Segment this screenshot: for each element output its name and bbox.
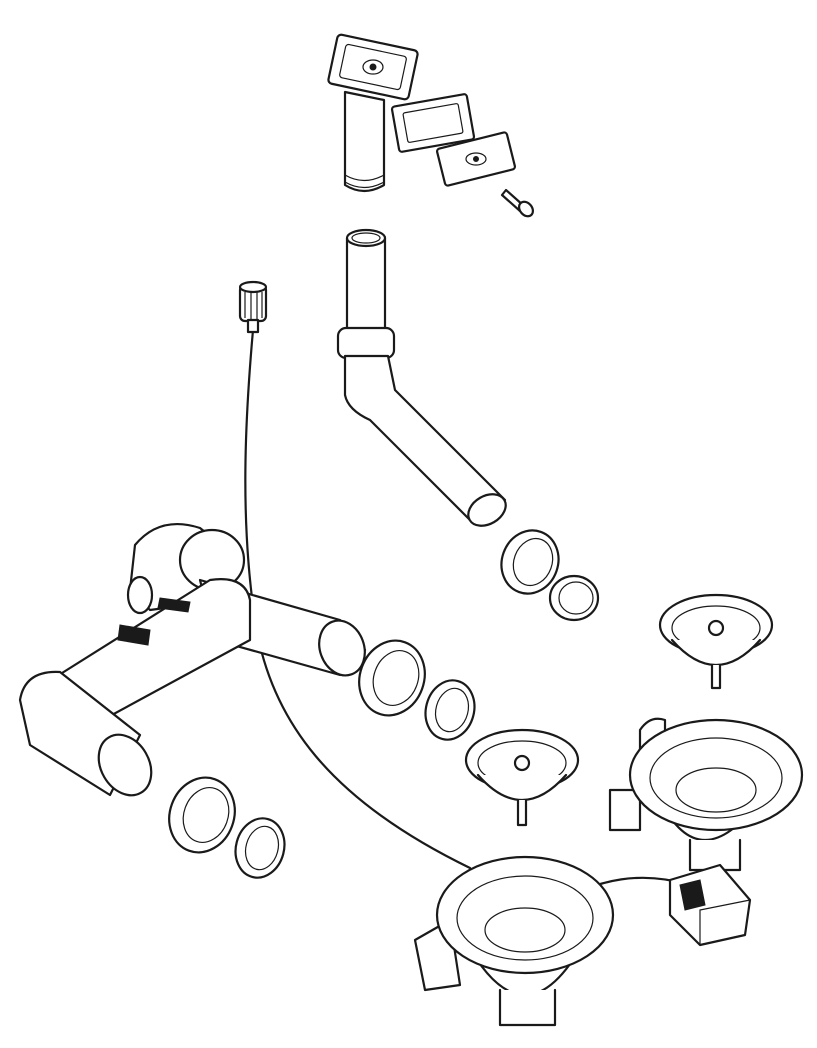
washer-1 (548, 574, 600, 622)
screw (500, 188, 534, 218)
strainer-basket-left (464, 728, 580, 827)
washer-2 (424, 679, 476, 741)
drain-body-left (413, 855, 615, 1027)
nut-3 (168, 776, 236, 854)
control-knob[interactable] (238, 280, 268, 334)
cable-connector (668, 863, 752, 947)
drain-body-right (608, 717, 804, 872)
overflow-plate (436, 131, 516, 187)
nut-2 (358, 639, 426, 717)
overflow-gasket (390, 93, 476, 153)
overflow-pipe (336, 228, 507, 527)
overflow-tube (343, 90, 386, 193)
overflow-cover (327, 33, 419, 101)
nut-1 (500, 529, 560, 595)
washer-3 (234, 817, 286, 879)
strainer-basket-right (658, 593, 774, 690)
waste-manifold (18, 523, 367, 797)
